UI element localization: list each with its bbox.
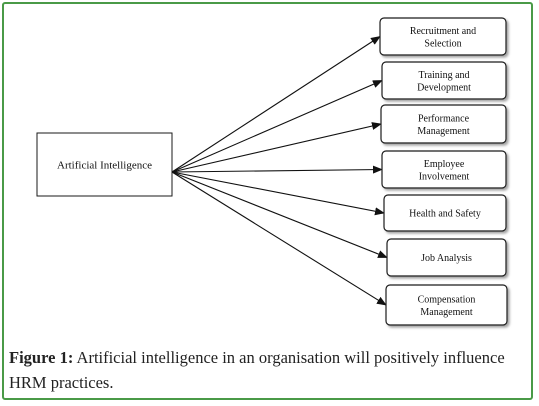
caption-text: Artificial intelligence in an organisati… bbox=[9, 348, 505, 392]
source-box bbox=[36, 132, 173, 197]
target-label: Development bbox=[417, 82, 471, 93]
target-box bbox=[383, 194, 507, 232]
arrow-to-employee-involvement bbox=[171, 165, 383, 174]
target-box bbox=[380, 104, 507, 144]
target-label: Job Analysis bbox=[421, 253, 472, 264]
target-label: Selection bbox=[424, 38, 461, 49]
target-label: Recruitment and bbox=[410, 26, 476, 37]
arrow-to-performance-management bbox=[171, 122, 382, 173]
target-box bbox=[381, 61, 507, 100]
source-label: Artificial Intelligence bbox=[57, 160, 152, 172]
arrow-to-compensation-management bbox=[171, 171, 387, 306]
target-node-health-and-safety: Health and Safety bbox=[383, 194, 507, 232]
arrow-to-job-analysis bbox=[171, 171, 388, 259]
source-node: Artificial Intelligence bbox=[36, 132, 173, 197]
target-label: Involvement bbox=[419, 171, 470, 182]
arrow-to-recruitment-and-selection bbox=[171, 35, 381, 173]
target-box bbox=[381, 150, 507, 189]
figure-caption: Figure 1: Artificial intelligence in an … bbox=[9, 345, 533, 395]
target-label: Employee bbox=[424, 159, 465, 170]
target-label: Compensation bbox=[418, 294, 476, 305]
arrows-group bbox=[171, 35, 388, 306]
target-box bbox=[386, 238, 507, 277]
target-box bbox=[379, 17, 507, 56]
arrow-to-health-and-safety bbox=[171, 171, 385, 216]
target-label: Performance bbox=[418, 113, 470, 124]
target-box bbox=[385, 284, 508, 326]
target-label: Training and bbox=[418, 70, 469, 81]
target-label: Management bbox=[420, 307, 472, 318]
target-label: Health and Safety bbox=[409, 209, 481, 220]
arrow-to-training-and-development bbox=[171, 79, 383, 173]
target-label: Management bbox=[417, 126, 469, 137]
hrm-diagram: Artificial Intelligence Recruitment andS… bbox=[36, 17, 508, 326]
caption-label: Figure 1: bbox=[9, 348, 74, 367]
target-node-job-analysis: Job Analysis bbox=[386, 238, 507, 277]
